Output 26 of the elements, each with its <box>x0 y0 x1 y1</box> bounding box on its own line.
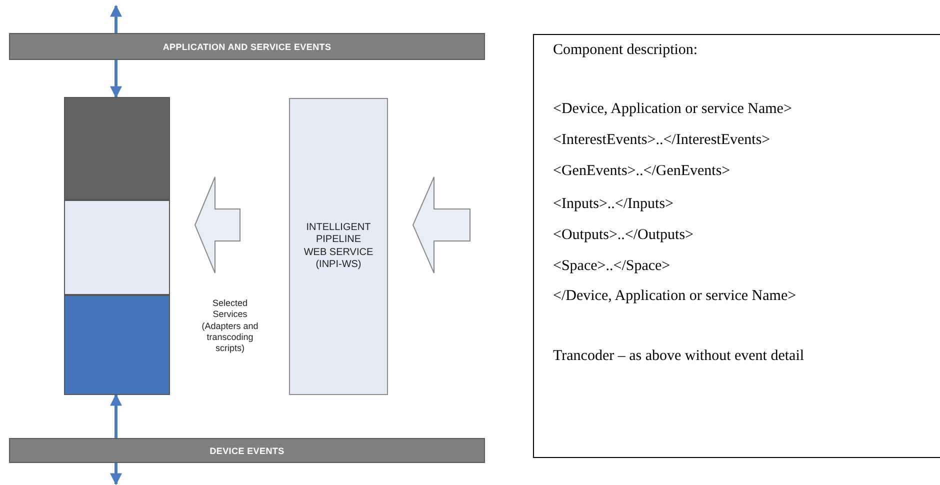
description-line: </Device, Application or service Name> <box>553 288 796 305</box>
description-line: Component description: <box>553 42 698 59</box>
block-arrow <box>412 176 470 274</box>
service-box <box>289 98 388 395</box>
stack-block <box>64 97 170 200</box>
description-line: <GenEvents>..</GenEvents> <box>553 163 730 180</box>
description-line: <Device, Application or service Name> <box>553 101 792 118</box>
event-band <box>9 438 485 463</box>
description-line: <Outputs>..</Outputs> <box>553 227 694 244</box>
stack-block <box>64 295 170 395</box>
band-label: APPLICATION AND SERVICE EVENTS <box>162 42 332 52</box>
arrow <box>110 4 122 33</box>
description-line: <Inputs>..</Inputs> <box>553 196 674 213</box>
description-line: <InterestEvents>..</InterestEvents> <box>553 132 770 149</box>
description-box <box>533 34 940 458</box>
event-band <box>9 33 485 60</box>
block-arrow <box>194 176 240 274</box>
description-line: Trancoder – as above without event detail <box>553 348 804 365</box>
arrow <box>110 463 122 485</box>
arrow <box>110 60 122 98</box>
annotation-text: Selected Services (Adapters and transcoding scripts) <box>200 298 260 354</box>
arrow <box>110 394 122 438</box>
description-line: <Space>..</Space> <box>553 258 670 275</box>
node-label: INTELLIGENT PIPELINE WEB SERVICE (INPI-WS) <box>304 222 374 272</box>
stack-block <box>64 200 170 295</box>
band-label: DEVICE EVENTS <box>210 446 284 456</box>
